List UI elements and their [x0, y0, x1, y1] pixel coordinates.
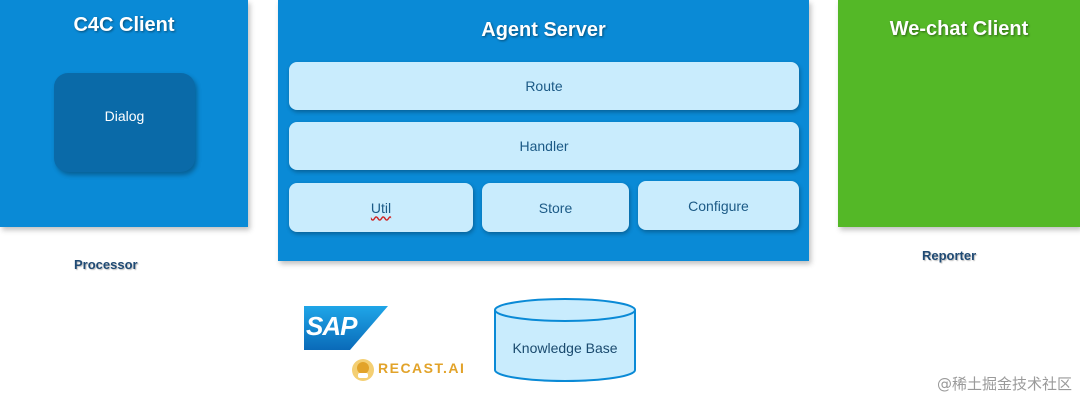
knowledge-base-cylinder: Knowledge Base [492, 296, 638, 384]
route-label: Route [525, 78, 563, 94]
store-label: Store [538, 199, 573, 216]
util-box: Util [289, 183, 473, 232]
agent-server-panel: Agent Server Route Handler Util Store Co… [278, 0, 809, 261]
route-box: Route [289, 62, 799, 110]
sap-logo-shape [304, 306, 388, 350]
c4c-client-panel: C4C Client Dialog [0, 0, 248, 227]
knowledge-base-label: Knowledge Base [512, 340, 618, 356]
handler-box: Handler [289, 122, 799, 170]
wechat-client-panel: We-chat Client [838, 0, 1080, 227]
processor-caption: Processor [74, 257, 138, 272]
configure-label: Configure [688, 197, 749, 214]
sap-logo-text: SAP [306, 311, 357, 341]
recast-logo: RECAST.AI [350, 356, 470, 382]
sap-logo: SAP [304, 306, 388, 350]
recast-logo-icon [352, 359, 374, 381]
dialog-box: Dialog [54, 73, 195, 172]
util-label: Util [370, 199, 392, 216]
agent-server-title: Agent Server [481, 19, 606, 41]
recast-logo-text: RECAST.AI [378, 360, 466, 376]
watermark-text: @稀土掘金技术社区 [936, 375, 1072, 393]
handler-label: Handler [519, 138, 569, 154]
dialog-label: Dialog [104, 107, 145, 124]
c4c-client-title: C4C Client [73, 14, 175, 36]
store-box: Store [482, 183, 629, 232]
wechat-client-title: We-chat Client [889, 18, 1029, 40]
configure-box: Configure [638, 181, 799, 230]
database-icon [494, 298, 636, 382]
reporter-caption: Reporter [922, 248, 977, 263]
